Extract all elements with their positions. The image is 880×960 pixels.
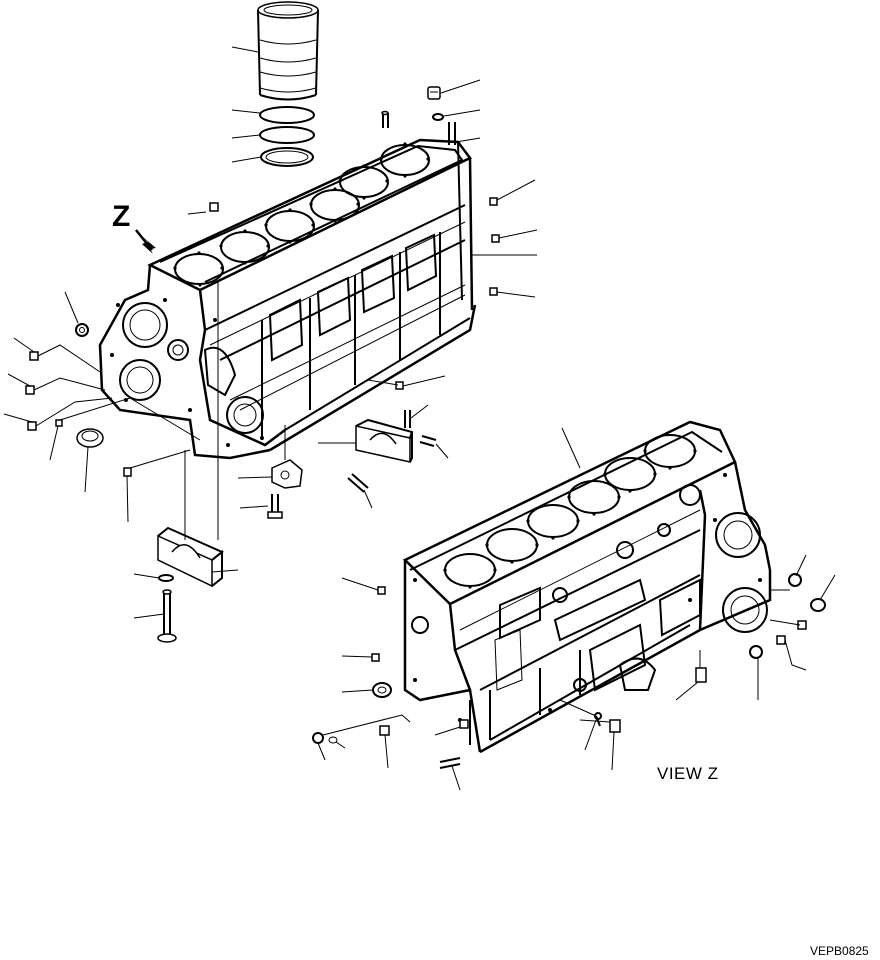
dowel-pin-top: [381, 110, 389, 128]
engine-block-view-z: [402, 420, 772, 754]
drawing-code: VEPB0825: [810, 944, 869, 958]
cylinder-bores-view-z: [443, 434, 697, 589]
view-z-marker-label: Z: [112, 200, 131, 233]
liner-o-ring-1: [259, 106, 315, 124]
stud-cap-upper: [419, 435, 449, 459]
main-bearing-cap-lower: [157, 526, 239, 588]
bolt-oil-jet: [239, 494, 283, 519]
cylinder-bores-front-block: [173, 142, 430, 287]
leaders-liner: [231, 46, 262, 163]
liner-o-ring-2: [259, 126, 315, 144]
washer-top-right: [432, 109, 481, 121]
washer-cap-bolt: [133, 573, 174, 582]
bracket-oil-jet: [237, 425, 303, 489]
plug-top-right: [427, 79, 481, 100]
leaders-view-z: [312, 427, 836, 791]
main-bearing-bolt: [133, 589, 177, 643]
liner-o-ring-3: [260, 147, 314, 167]
leaders-left-block: [3, 280, 219, 540]
engine-block-front-view: [98, 138, 477, 460]
pin-cap-upper: [404, 404, 429, 428]
view-z-caption: VIEW Z: [657, 764, 719, 783]
stud-cap-lower: [347, 473, 373, 509]
leaders-right-block: [367, 179, 538, 390]
main-bearing-cap-upper: [318, 418, 414, 463]
cylinder-liner: [257, 1, 319, 101]
plug-left-top: [187, 202, 219, 215]
view-z-arrow: [135, 229, 156, 254]
